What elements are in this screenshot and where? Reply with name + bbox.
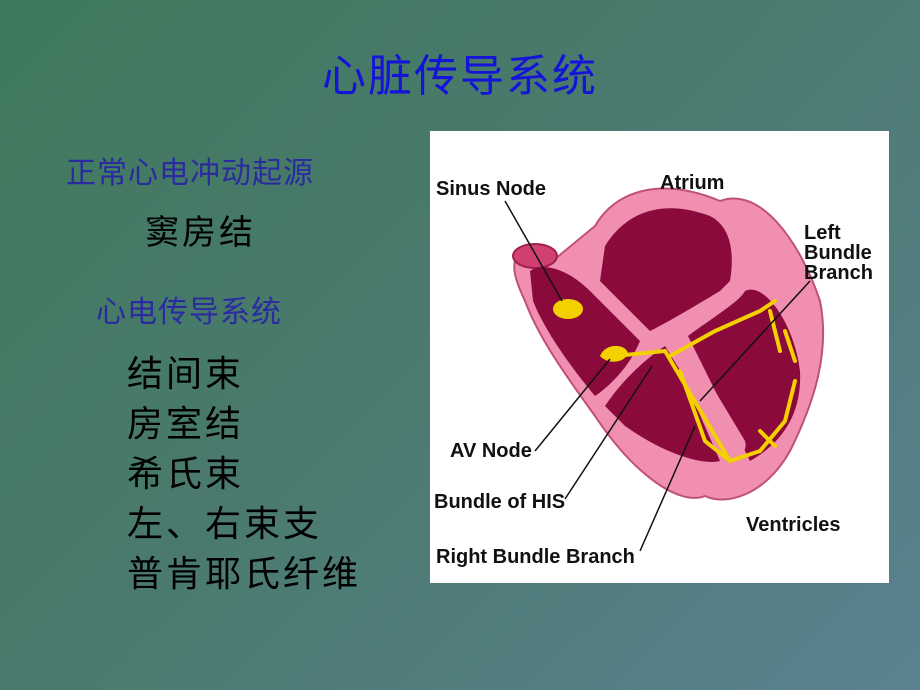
left-bundle-label-3: Branch <box>804 262 873 284</box>
left-bundle-label-1: Left <box>804 222 841 244</box>
system-heading: 心电传导系统 <box>96 295 282 330</box>
left-atrium <box>600 208 732 331</box>
list-item: 希氏束 <box>127 454 245 495</box>
list-item: 普肯耶氏纤维 <box>127 554 362 595</box>
atrium-label: Atrium <box>660 172 724 194</box>
origin-heading: 正常心电冲动起源 <box>66 156 314 191</box>
conduction-pathways <box>613 299 797 463</box>
list-item: 左、右束支 <box>127 504 323 545</box>
sinus-node-label: Sinus Node <box>436 178 546 200</box>
heart-illustration: Sinus Node Atrium Left Bundle Branch AV … <box>434 172 873 568</box>
origin-value: 窦房结 <box>145 213 256 253</box>
slide-title: 心脏传导系统 <box>322 51 598 102</box>
list-item: 结间束 <box>127 354 245 395</box>
septum <box>665 341 746 455</box>
left-bundle-label-2: Bundle <box>804 242 872 264</box>
bundle-his-label: Bundle of HIS <box>434 491 565 513</box>
vessel-opening <box>512 243 558 269</box>
right-bundle-label: Right Bundle Branch <box>436 546 635 568</box>
list-item: 房室结 <box>127 404 245 445</box>
right-atrium <box>530 267 640 396</box>
pointer-lines <box>504 200 811 552</box>
heart-diagram: Sinus Node Atrium Left Bundle Branch AV … <box>430 131 889 583</box>
av-node <box>600 345 628 362</box>
conduction-list: 结间束 房室结 希氏束 左、右束支 普肯耶氏纤维 <box>127 350 361 600</box>
sinus-node <box>553 299 583 319</box>
ventricles-label: Ventricles <box>746 514 841 536</box>
av-node-label: AV Node <box>450 440 532 462</box>
